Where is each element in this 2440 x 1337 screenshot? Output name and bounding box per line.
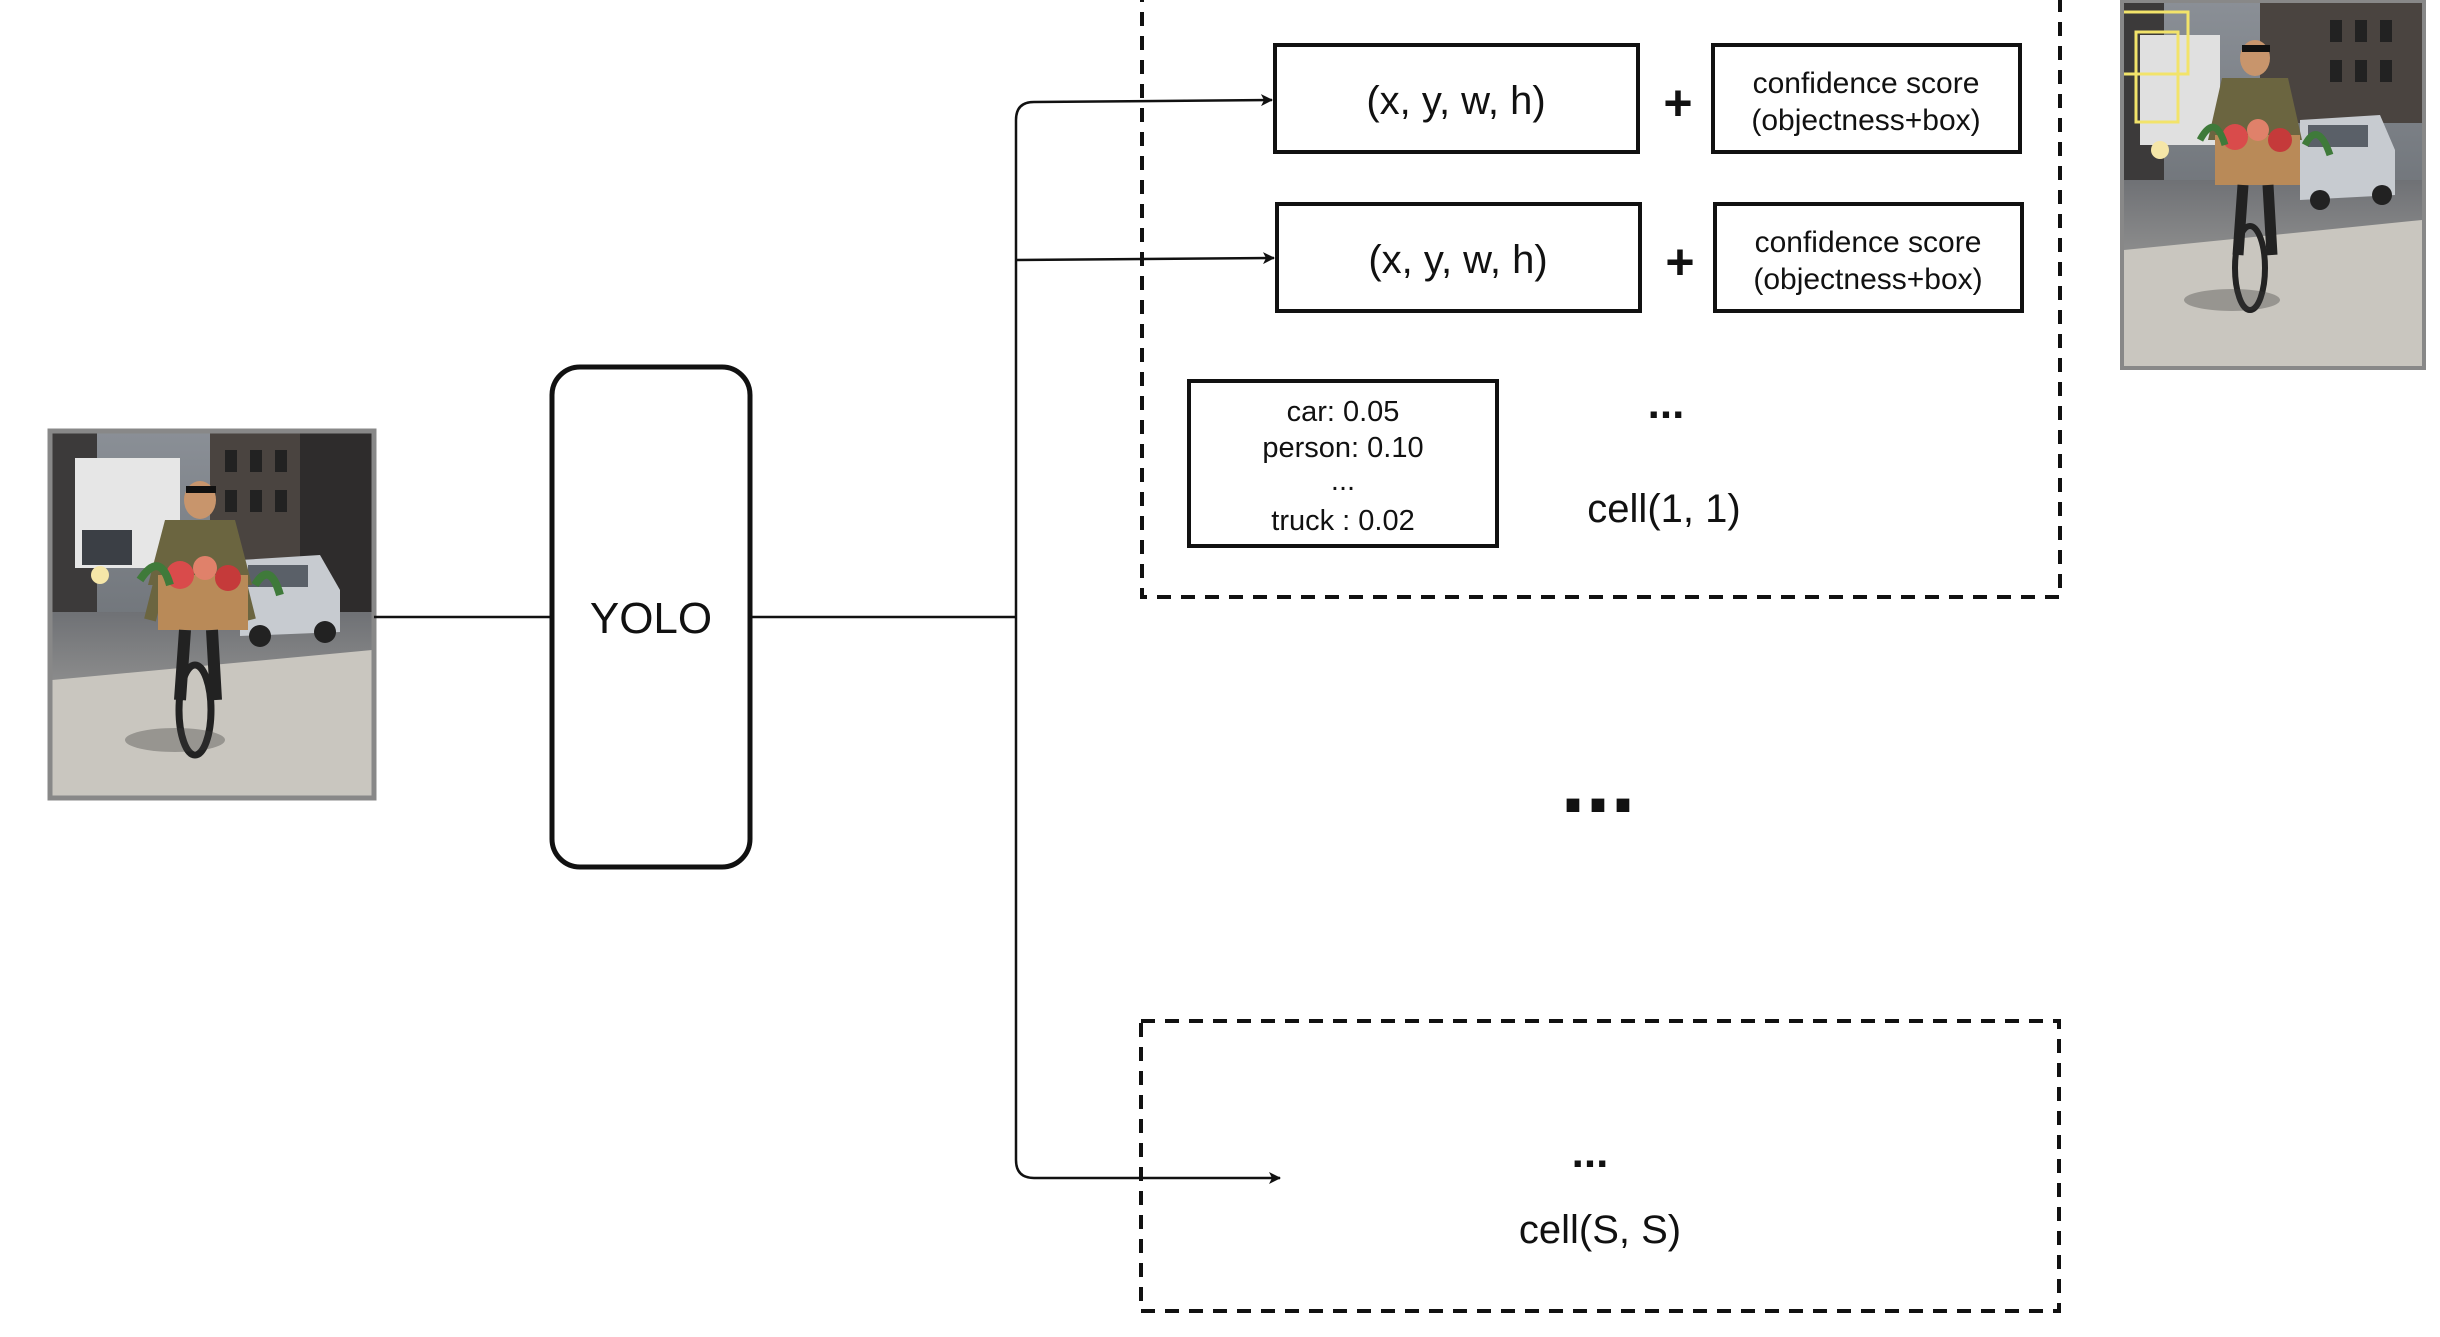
class-prob-truck: truck : 0.02 — [1271, 505, 1414, 537]
confidence-text-1a: confidence score — [1753, 67, 1980, 100]
cell-last-label: cell(S, S) — [1519, 1208, 1681, 1252]
detection-box — [2124, 10, 2190, 76]
confidence-box-1 — [1711, 43, 2022, 154]
input-image — [52, 433, 372, 796]
between-cells-ellipsis: ... — [1560, 732, 1635, 832]
plus-sign-1: + — [1663, 75, 1692, 131]
output-image — [2124, 3, 2422, 366]
confidence-text-1b: (objectness+box) — [1751, 104, 1980, 137]
output-image-frame — [2120, 0, 2426, 370]
plus-sign-2: + — [1665, 234, 1694, 290]
class-prob-car: car: 0.05 — [1287, 396, 1400, 428]
yolo-label: YOLO — [590, 594, 712, 643]
input-image-frame — [47, 428, 377, 801]
detection-box — [2134, 30, 2180, 124]
bbox-coords-text-1: (x, y, w, h) — [1366, 79, 1545, 123]
more-boxes-ellipsis: ... — [1648, 379, 1685, 428]
confidence-text-2b: (objectness+box) — [1753, 263, 1982, 296]
bbox-coords-box-1 — [1273, 43, 1640, 154]
cell-first-container — [1140, 0, 2062, 599]
bbox-coords-text-2: (x, y, w, h) — [1368, 238, 1547, 282]
confidence-text-2a: confidence score — [1755, 226, 1982, 259]
class-probabilities-box — [1187, 379, 1499, 548]
arrow-to-box-2 — [1015, 252, 1275, 265]
class-prob-person: person: 0.10 — [1262, 432, 1423, 464]
arrow-to-box-1 — [1014, 94, 1273, 121]
branch-trunk-line — [1014, 120, 1035, 1180]
confidence-box-2 — [1713, 202, 2024, 313]
cell-first-label: cell(1, 1) — [1587, 487, 1740, 531]
bbox-coords-box-2 — [1275, 202, 1642, 313]
class-prob-ellipsis: ... — [1331, 465, 1355, 497]
cell-last-ellipsis: ... — [1572, 1128, 1609, 1177]
cell-last-container — [1139, 1019, 2061, 1313]
